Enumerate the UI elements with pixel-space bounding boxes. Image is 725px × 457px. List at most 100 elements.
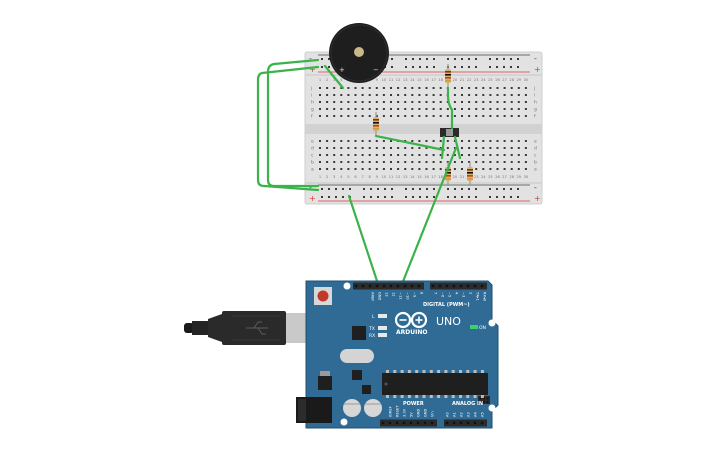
wire-buzzer-to-rail[interactable] xyxy=(323,64,345,90)
header-pin[interactable] xyxy=(375,284,379,288)
terminal-hole xyxy=(489,94,492,96)
header-pin[interactable] xyxy=(459,421,463,425)
wire-bb-to-pin11[interactable] xyxy=(400,146,458,286)
reset-button[interactable] xyxy=(314,287,332,305)
header-pin[interactable] xyxy=(466,421,470,425)
header-pin[interactable] xyxy=(382,284,386,288)
row-letter: i xyxy=(534,93,535,99)
analog-header[interactable] xyxy=(444,419,487,427)
header-pin[interactable] xyxy=(402,421,406,425)
terminal-hole xyxy=(390,108,392,110)
resistor-lower-right[interactable] xyxy=(467,162,473,186)
header-pin[interactable] xyxy=(381,421,385,425)
header-pin[interactable] xyxy=(430,421,434,425)
header-pin[interactable] xyxy=(480,284,484,288)
header-pin[interactable] xyxy=(480,421,484,425)
rail-hole xyxy=(412,66,414,68)
terminal-hole xyxy=(382,101,385,103)
header-pin[interactable] xyxy=(431,284,435,288)
chip-pin xyxy=(393,370,397,373)
header-pin[interactable] xyxy=(389,284,393,288)
wire-right-column[interactable] xyxy=(446,86,454,130)
terminal-hole xyxy=(411,147,414,149)
rail-hole xyxy=(426,66,428,68)
header-pin[interactable] xyxy=(417,284,421,288)
terminal-hole xyxy=(439,94,442,96)
header-pin[interactable] xyxy=(445,284,449,288)
terminal-hole xyxy=(489,154,492,156)
wire-bb-to-gnd[interactable] xyxy=(347,194,380,286)
header-pin[interactable] xyxy=(409,421,413,425)
header-pin[interactable] xyxy=(388,421,392,425)
rail-hole xyxy=(328,188,330,190)
header-pin[interactable] xyxy=(438,284,442,288)
power-header[interactable] xyxy=(380,419,437,427)
terminal-hole xyxy=(475,168,478,170)
terminal-hole xyxy=(461,87,463,89)
terminal-hole xyxy=(425,147,428,149)
rail-hole xyxy=(461,58,463,60)
wire-switch-to-right-resistor[interactable] xyxy=(453,135,462,160)
terminal-hole xyxy=(461,168,463,170)
power-jack[interactable] xyxy=(296,397,332,423)
header-pin[interactable] xyxy=(410,284,414,288)
header-pin[interactable] xyxy=(466,284,470,288)
digital-header[interactable] xyxy=(353,282,487,290)
resistor-middle[interactable] xyxy=(373,112,379,136)
header-pin[interactable] xyxy=(403,284,407,288)
header-pin[interactable] xyxy=(361,284,365,288)
chip-pin xyxy=(400,395,404,398)
terminal-hole xyxy=(503,101,506,103)
usb-cable[interactable] xyxy=(184,311,306,345)
rail-plus-label-top-left: + xyxy=(309,65,316,74)
rail-hole xyxy=(321,188,323,190)
terminal-hole xyxy=(496,101,499,103)
header-pin[interactable] xyxy=(423,421,427,425)
header-pin[interactable] xyxy=(396,284,400,288)
header-pin[interactable] xyxy=(395,421,399,425)
terminal-hole xyxy=(418,115,421,117)
header-pin[interactable] xyxy=(452,284,456,288)
header-pin[interactable] xyxy=(354,284,358,288)
header-pin[interactable] xyxy=(452,421,456,425)
row-letter: g xyxy=(534,108,537,113)
terminal-hole xyxy=(439,101,442,103)
analog-label: ANALOG IN xyxy=(452,401,483,407)
terminal-hole xyxy=(439,115,442,117)
wire-switch-down[interactable] xyxy=(440,135,446,160)
header-pin[interactable] xyxy=(445,421,449,425)
arduino-model: UNO xyxy=(436,315,461,328)
wire-top-rail-loop-outer[interactable] xyxy=(256,65,320,192)
terminal-hole xyxy=(468,115,471,117)
chip-pin xyxy=(400,370,404,373)
row-letter: g xyxy=(311,108,314,113)
terminal-hole xyxy=(333,168,336,170)
rail-hole xyxy=(461,66,463,68)
rail-hole xyxy=(517,66,519,68)
wire-top-rail-loop-inner[interactable] xyxy=(266,58,320,188)
terminal-hole xyxy=(368,94,371,96)
rail-hole xyxy=(454,66,456,68)
slide-switch[interactable] xyxy=(440,128,459,137)
header-pin[interactable] xyxy=(416,421,420,425)
header-pin[interactable] xyxy=(473,284,477,288)
terminal-hole xyxy=(347,161,350,163)
wire-resistor-to-switch[interactable] xyxy=(374,134,446,152)
header-pin[interactable] xyxy=(459,284,463,288)
terminal-hole xyxy=(375,147,378,149)
terminal-hole xyxy=(333,115,336,117)
column-number: 22 xyxy=(467,78,472,82)
terminal-hole xyxy=(390,101,392,103)
terminal-hole xyxy=(432,140,435,142)
icsp-pin xyxy=(483,397,485,400)
terminal-hole xyxy=(482,147,485,149)
header-pin[interactable] xyxy=(473,421,477,425)
power-pin-label: 5V xyxy=(410,412,414,417)
rail-hole xyxy=(433,66,435,68)
resistor-top[interactable] xyxy=(445,64,451,88)
piezo-buzzer[interactable]: + − xyxy=(329,23,389,83)
header-pin[interactable] xyxy=(368,284,372,288)
digital-pin-label: ~5 xyxy=(448,292,452,297)
